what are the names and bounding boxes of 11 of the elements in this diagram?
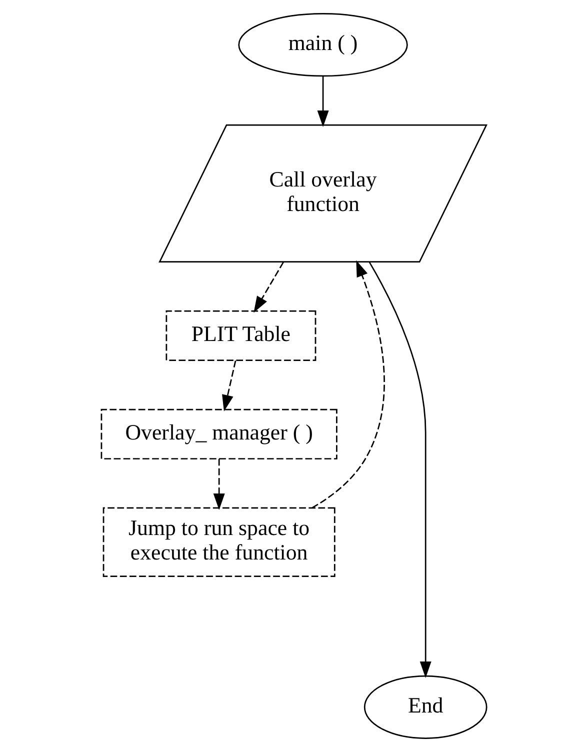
arrow: [212, 458, 224, 510]
node-box: Overlay_ manager ( ): [100, 408, 337, 460]
arrow: [253, 262, 284, 313]
node-ellipse: main ( ): [238, 13, 408, 77]
node-ellipse: End: [363, 675, 487, 739]
arrow: [222, 360, 236, 412]
node-box: PLIT Table: [165, 310, 316, 361]
arrow: [368, 262, 431, 678]
arrow: [311, 260, 384, 508]
node-box: Jump to run space to execute the function: [102, 507, 335, 578]
arrow: [316, 76, 328, 127]
